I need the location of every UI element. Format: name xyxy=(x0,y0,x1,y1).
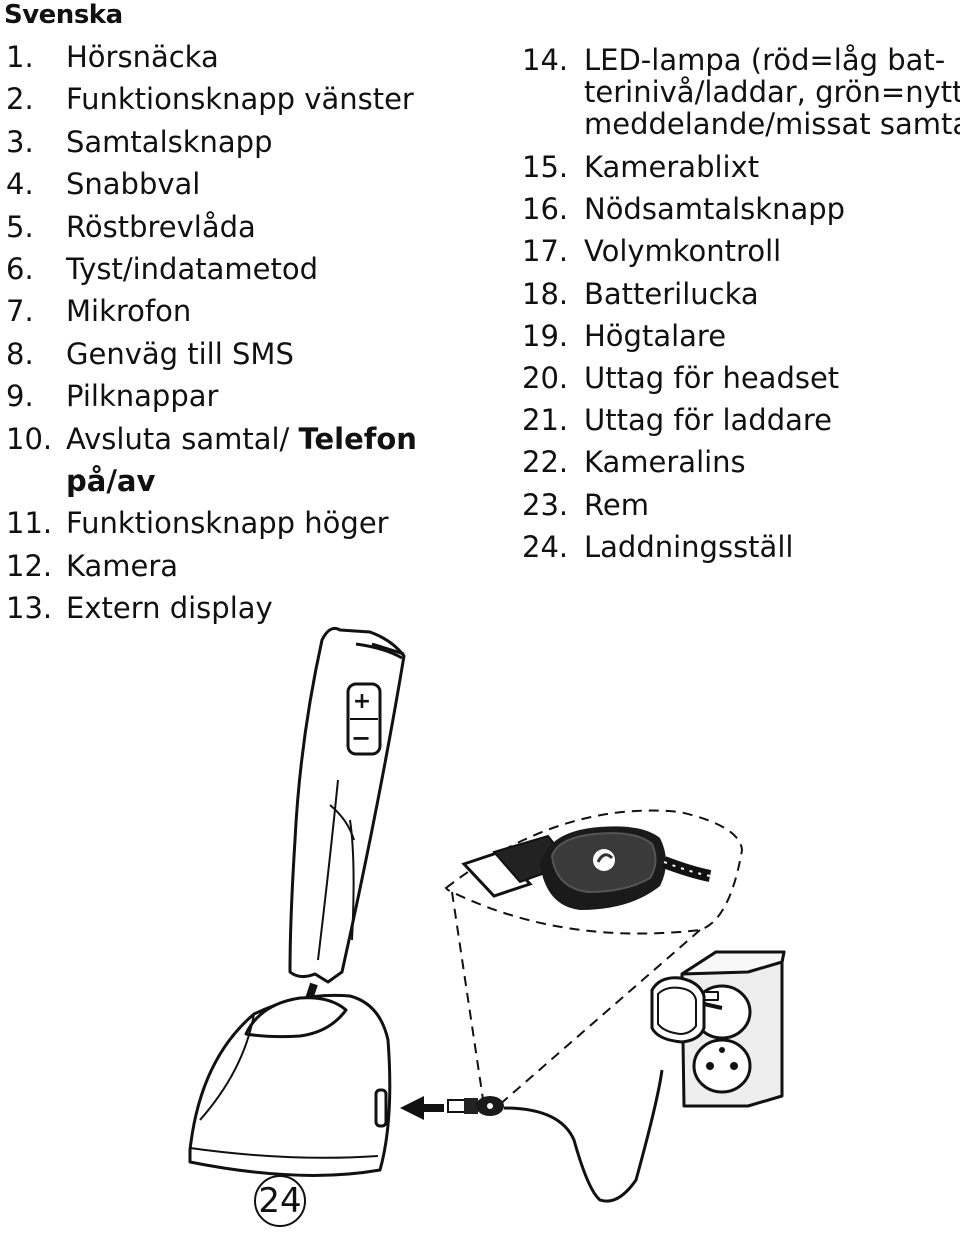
item-label: Högtalare xyxy=(584,318,727,353)
item-label: Funktionsknapp höger xyxy=(66,506,389,541)
item-label-bold: Telefon xyxy=(298,421,417,456)
item-number: 1. xyxy=(6,40,34,74)
item-label: Samtalsknapp xyxy=(66,124,273,159)
item-label: Genväg till SMS xyxy=(66,336,294,371)
parts-list-right: 14. LED-lampa (röd=låg bat- terinivå/lad… xyxy=(522,38,960,568)
list-item: 22. Kameralins xyxy=(522,441,960,483)
item-label-bold: på/av xyxy=(66,464,156,499)
item-number: 8. xyxy=(6,336,34,371)
item-label: Röstbrevlåda xyxy=(66,209,256,244)
list-item: 6. Tyst/indatametod xyxy=(6,248,417,290)
zoom-lines xyxy=(444,809,744,1107)
item-label: Mikrofon xyxy=(66,294,192,329)
item-number: 7. xyxy=(6,294,34,329)
list-item: 11. Funktionsknapp höger xyxy=(6,502,417,544)
page-heading: Svenska xyxy=(4,0,123,30)
list-item: 4. Snabbval xyxy=(6,163,417,205)
item-number: 15. xyxy=(522,150,569,184)
charging-cradle xyxy=(188,993,392,1177)
item-label: Pilknappar xyxy=(66,379,219,414)
item-label-line: meddelande/missat samtal) xyxy=(584,107,960,141)
item-number: 19. xyxy=(522,318,569,353)
list-item: 10. Avsluta samtal/ Telefon på/av xyxy=(6,418,417,503)
item-number: 24. xyxy=(522,529,569,564)
item-label-multiline: LED-lampa (röd=låg bat- terinivå/laddar,… xyxy=(584,44,960,140)
item-number: 16. xyxy=(522,192,569,227)
item-label-line: LED-lampa (röd=låg bat- xyxy=(584,43,946,77)
item-label: Kamera xyxy=(66,548,179,583)
item-label: Extern display xyxy=(66,591,273,626)
svg-text:+: + xyxy=(353,689,371,714)
item-label: Kamerablixt xyxy=(584,150,760,184)
item-number: 10. xyxy=(6,421,53,456)
list-item: 12. Kamera xyxy=(6,545,417,587)
parts-list-left: 1. Hörsnäcka 2. Funktionsknapp vänster 3. S… xyxy=(6,36,417,630)
item-number: 14. xyxy=(522,43,569,77)
item-number: 21. xyxy=(522,403,569,438)
item-number: 23. xyxy=(522,487,569,522)
phone-illustration: + − xyxy=(288,626,406,984)
item-number: 12. xyxy=(6,548,53,583)
list-item: 19. Högtalare xyxy=(522,315,960,357)
item-number: 3. xyxy=(6,124,34,159)
list-item: 8. Genväg till SMS xyxy=(6,333,417,375)
list-item: 1. Hörsnäcka xyxy=(6,36,417,78)
list-item: 21. Uttag för laddare xyxy=(522,399,960,441)
item-number: 5. xyxy=(6,209,34,244)
item-label-multiline: Avsluta samtal/ Telefon på/av xyxy=(66,418,417,503)
item-label: Laddningsställ xyxy=(584,529,794,564)
item-number: 2. xyxy=(6,82,34,117)
item-label: Kameralins xyxy=(584,445,746,480)
item-number: 22. xyxy=(522,445,569,480)
item-label: Avsluta samtal/ xyxy=(66,421,299,456)
item-label: Funktionsknapp vänster xyxy=(66,82,414,117)
item-number: 20. xyxy=(522,361,569,396)
item-label: Hörsnäcka xyxy=(66,40,219,74)
item-number: 17. xyxy=(522,234,569,269)
item-label: Uttag för laddare xyxy=(584,403,833,438)
item-number: 11. xyxy=(6,506,53,541)
page-number: 24 xyxy=(254,1175,306,1227)
power-adapter xyxy=(650,976,723,1044)
list-item: 23. Rem xyxy=(522,484,960,526)
item-label: Snabbval xyxy=(66,167,201,202)
wall-socket xyxy=(680,950,786,1108)
svg-text:−: − xyxy=(351,724,371,752)
charger-cable xyxy=(447,1069,664,1203)
list-item: 16. Nödsamtalsknapp xyxy=(522,188,960,230)
connect-arrow xyxy=(400,1096,444,1120)
item-label: Rem xyxy=(584,487,649,522)
item-label: Uttag för headset xyxy=(584,361,840,396)
list-item: 14. LED-lampa (röd=låg bat- terinivå/lad… xyxy=(522,44,960,140)
charging-cradle-illustration: + − xyxy=(188,626,786,1203)
item-label: Nödsamtalsknapp xyxy=(584,192,846,227)
list-item: 17. Volymkontroll xyxy=(522,230,960,272)
item-number: 13. xyxy=(6,591,53,626)
list-item: 20. Uttag för headset xyxy=(522,357,960,399)
list-item: 9. Pilknappar xyxy=(6,375,417,417)
list-item: 24. Laddningsställ xyxy=(522,526,960,568)
list-item: 18. Batterilucka xyxy=(522,273,960,315)
list-item: 2. Funktionsknapp vänster xyxy=(6,78,417,120)
charger-connector-zoom xyxy=(461,826,712,910)
item-number: 9. xyxy=(6,379,34,414)
list-item: 5. Röstbrevlåda xyxy=(6,206,417,248)
list-item: 13. Extern display xyxy=(6,587,417,629)
list-item: 7. Mikrofon xyxy=(6,290,417,332)
item-number: 6. xyxy=(6,252,34,287)
item-number: 4. xyxy=(6,167,34,202)
item-number: 18. xyxy=(522,276,569,311)
item-label: Tyst/indatametod xyxy=(66,252,318,287)
item-label: Volymkontroll xyxy=(584,234,782,269)
list-item: 15. Kamerablixt xyxy=(522,146,960,188)
item-label-line: terinivå/laddar, grön=nytt xyxy=(584,75,960,109)
item-label: Batterilucka xyxy=(584,276,759,311)
list-item: 3. Samtalsknapp xyxy=(6,121,417,163)
